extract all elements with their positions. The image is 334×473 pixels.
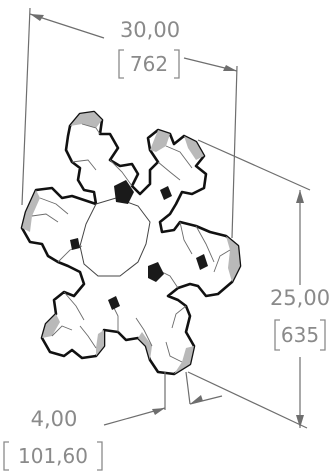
height-dimension: 25,00 635	[187, 139, 330, 429]
height-extension-top	[197, 139, 311, 191]
width-value: 30,00	[120, 18, 180, 42]
width-arrow-right	[223, 65, 237, 71]
width-arrow-left	[30, 14, 44, 21]
height-value: 25,00	[270, 286, 330, 310]
height-alt-value-bracket	[274, 319, 326, 351]
width-extension-right	[231, 65, 238, 239]
width-extension-left	[21, 7, 31, 206]
width-dimension: 30,00 762	[21, 7, 238, 239]
thickness-alt-value: 101,60	[18, 444, 88, 468]
side-shading	[22, 112, 240, 374]
height-arrow-bottom	[296, 415, 304, 428]
height-extension-bottom	[187, 371, 308, 429]
shadow-accents	[70, 180, 208, 310]
thickness-value: 4,00	[31, 407, 78, 431]
height-alt-value: 635	[281, 323, 319, 347]
snowflake-model	[20, 110, 242, 376]
thickness-extension-right	[185, 371, 191, 405]
thickness-dimension: 4,00 101,60	[3, 371, 223, 471]
height-arrow-top	[296, 190, 304, 203]
width-dimension-line-left	[29, 13, 105, 39]
thickness-arrow-right	[190, 395, 203, 404]
thickness-alt-value-bracket	[3, 441, 103, 471]
center-face	[79, 197, 151, 277]
width-alt-value-bracket	[118, 49, 180, 79]
edge-detail	[31, 123, 231, 363]
thickness-arrow-left	[152, 408, 165, 415]
width-alt-value: 762	[130, 52, 168, 76]
